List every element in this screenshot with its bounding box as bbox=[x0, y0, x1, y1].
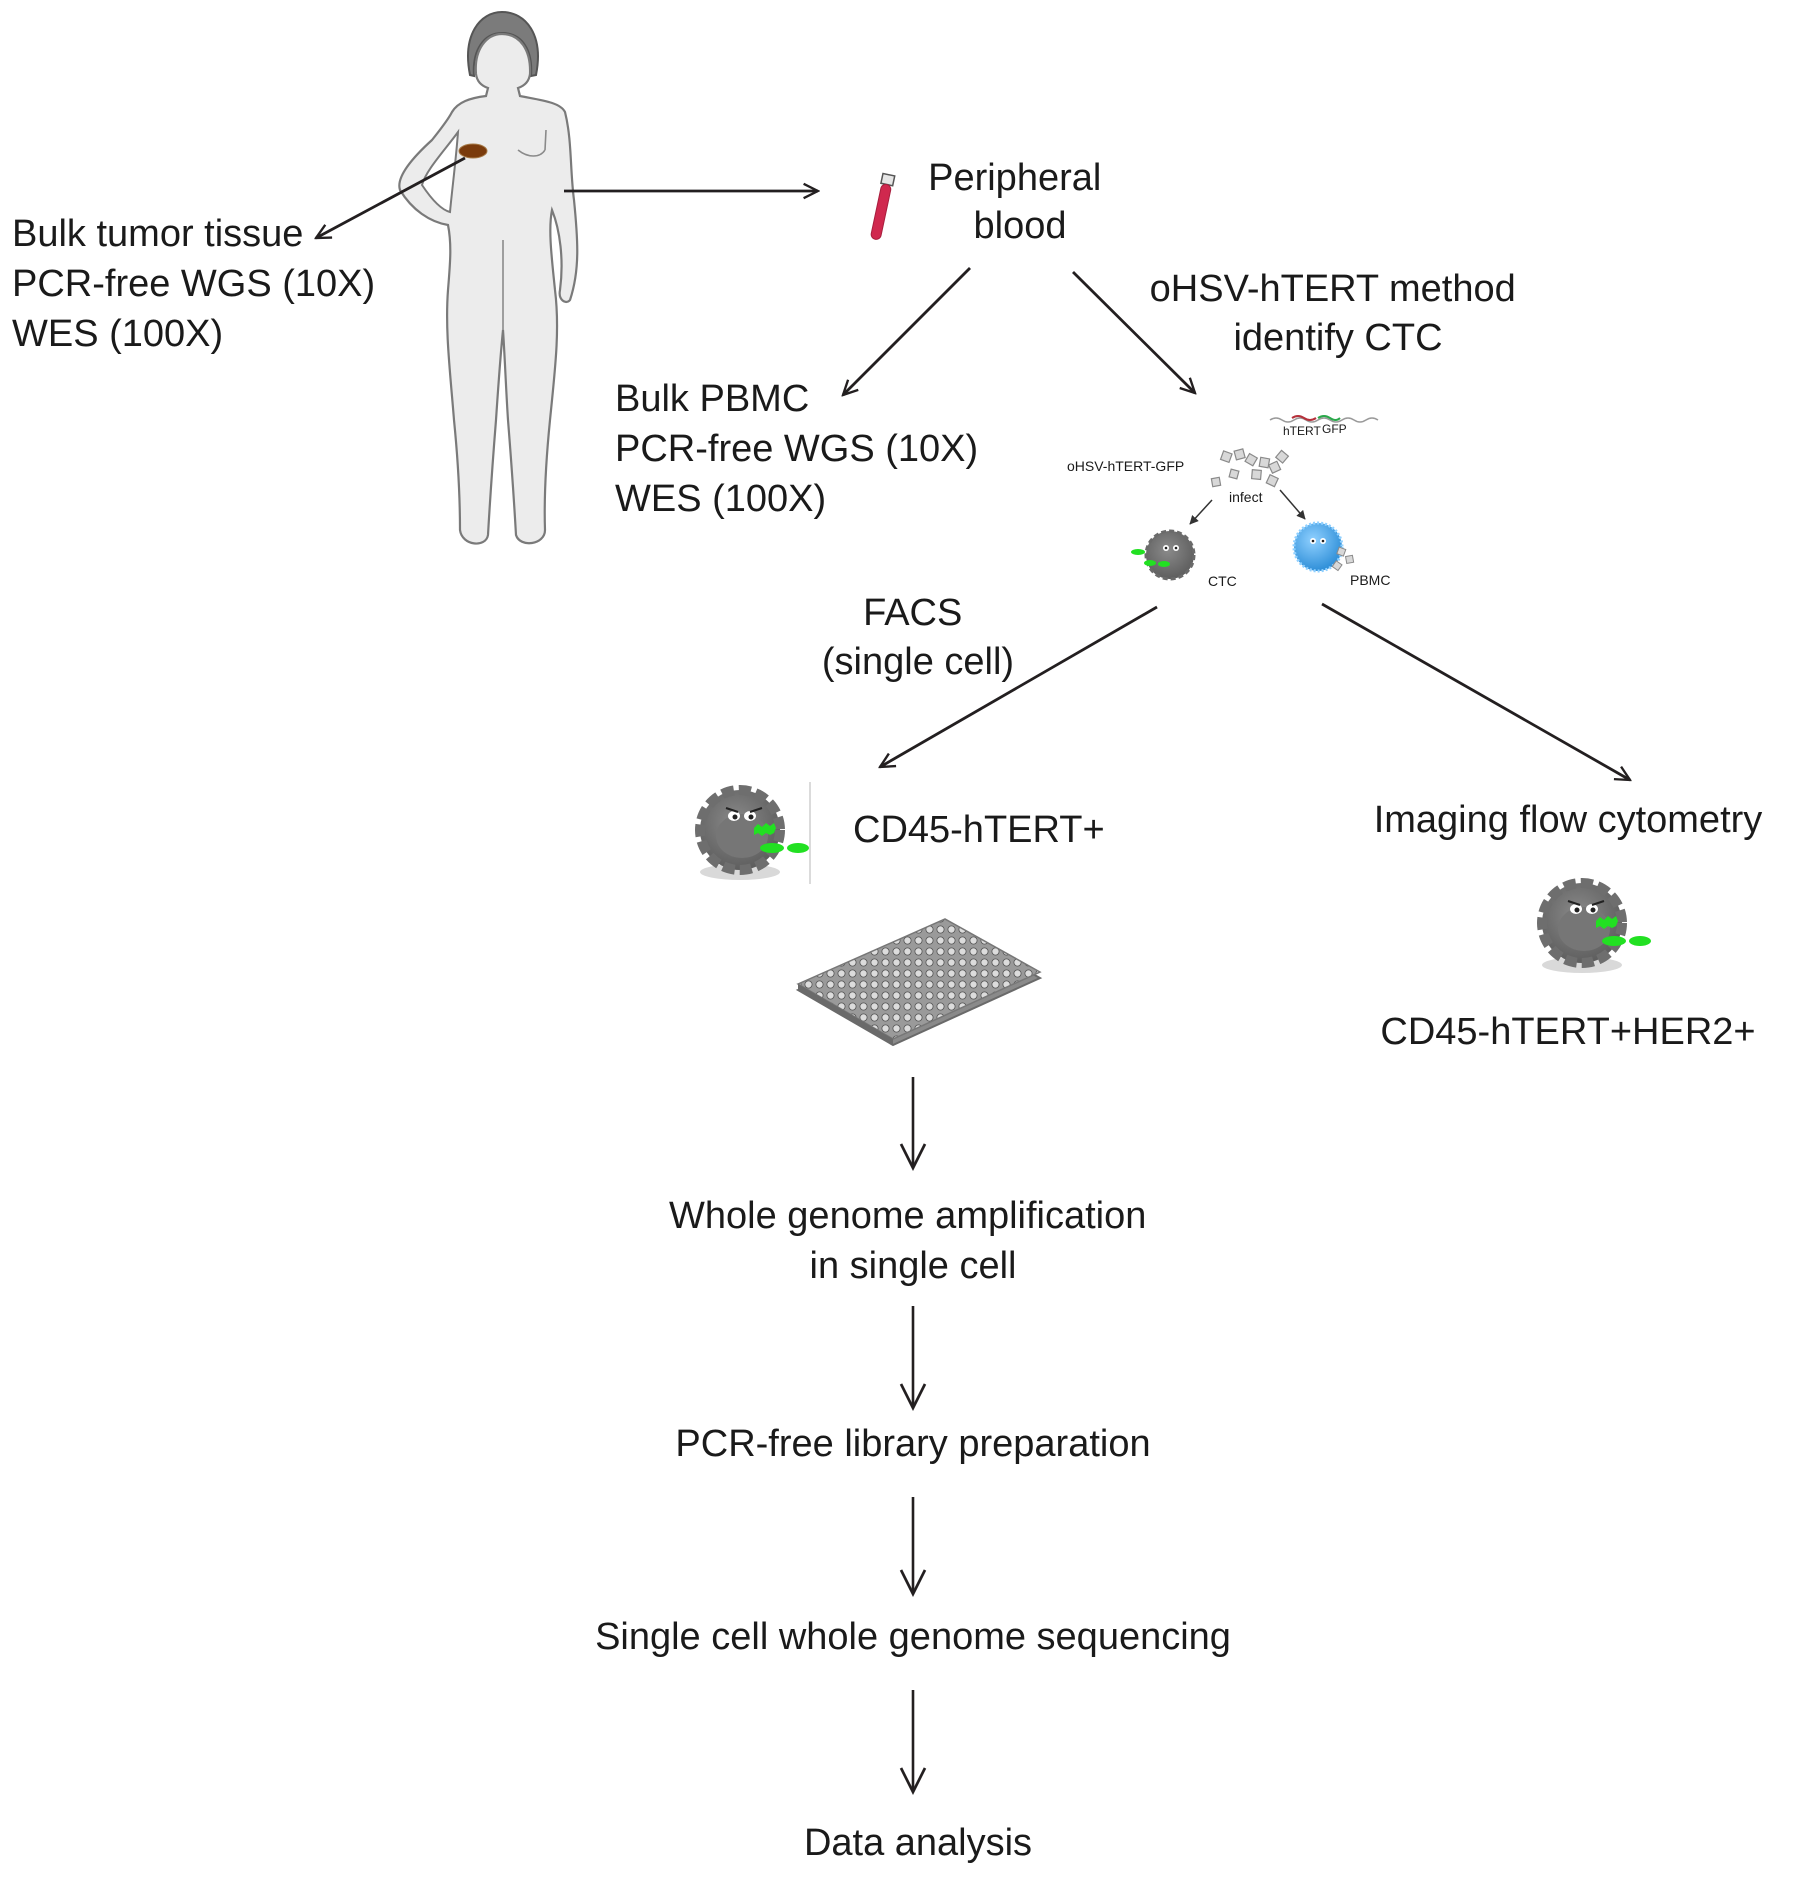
step-sequencing-label: Single cell whole genome sequencing bbox=[595, 1616, 1231, 1658]
ohsv-method-label: oHSV-hTERT method identify CTC bbox=[1150, 268, 1527, 359]
pbmc-bulk-line: PCR-free WGS (10X) bbox=[615, 428, 978, 470]
step-wga-label: Whole genome amplification in single cel… bbox=[669, 1195, 1157, 1287]
breast-line bbox=[517, 129, 547, 157]
step-library-label: PCR-free library preparation bbox=[675, 1423, 1150, 1465]
patient-figure bbox=[398, 10, 579, 545]
construct-htert-label: hTERT bbox=[1283, 424, 1321, 438]
tumor-label: Bulk tumor tissue PCR-free WGS (10X) WES… bbox=[12, 213, 386, 355]
ohsv-inset: hTERT GFP oHSV-hTERT-GFP infect bbox=[1067, 415, 1390, 589]
facs-label: FACS (single cell) bbox=[822, 592, 1014, 683]
imaging-result-label: CD45-hTERT+HER2+ bbox=[1380, 1011, 1755, 1053]
facs-label-line: FACS bbox=[863, 592, 962, 634]
blood-tube-icon bbox=[870, 172, 896, 240]
imaging-label: Imaging flow cytometry bbox=[1374, 799, 1763, 841]
ohsv-method-line: identify CTC bbox=[1233, 317, 1442, 359]
pbmc-bulk-label: Bulk PBMC PCR-free WGS (10X) WES (100X) bbox=[615, 378, 989, 520]
step-wga-line: Whole genome amplification bbox=[669, 1195, 1146, 1237]
tumor-label-line: PCR-free WGS (10X) bbox=[12, 263, 375, 305]
hair-shape bbox=[467, 10, 539, 78]
htert-segment bbox=[1291, 415, 1317, 421]
well-plate-icon bbox=[795, 918, 1043, 1047]
arrow-blood-to-pbmc bbox=[843, 267, 971, 395]
tumor-label-line: Bulk tumor tissue bbox=[12, 213, 303, 255]
ctc-cell-icon bbox=[695, 785, 809, 880]
facs-label-line: (single cell) bbox=[822, 641, 1014, 683]
facs-result-label: CD45-hTERT+ bbox=[853, 809, 1105, 851]
step-wga-line: in single cell bbox=[810, 1245, 1017, 1287]
tumor-label-line: WES (100X) bbox=[12, 313, 223, 355]
infect-label: infect bbox=[1229, 489, 1263, 505]
blood-label: Peripheral blood bbox=[928, 157, 1112, 247]
pbmc-small-icon bbox=[1292, 521, 1355, 573]
ctc-small-label: CTC bbox=[1208, 573, 1237, 589]
body-silhouette bbox=[398, 32, 579, 545]
pbmc-small-label: PBMC bbox=[1350, 572, 1390, 588]
gfp-spot bbox=[754, 823, 776, 836]
blood-label-line: blood bbox=[974, 205, 1067, 247]
gfp-segment bbox=[1317, 415, 1341, 421]
arrow-to-imaging bbox=[1321, 602, 1630, 780]
arrow-tumor-to-bulk bbox=[316, 156, 466, 238]
virus-label: oHSV-hTERT-GFP bbox=[1067, 458, 1184, 474]
pbmc-bulk-line: WES (100X) bbox=[615, 478, 826, 520]
infect-arrow-pbmc bbox=[1279, 489, 1306, 520]
ohsv-method-line: oHSV-hTERT method bbox=[1150, 268, 1516, 310]
arrow-to-facs-sorting bbox=[880, 605, 1158, 767]
ctc-cell-imaging-icon bbox=[1537, 878, 1651, 973]
ctc-small-icon bbox=[1131, 529, 1196, 581]
virus-particles-icon bbox=[1210, 448, 1290, 488]
infect-arrow-ctc bbox=[1189, 499, 1213, 525]
arrow-blood-to-ctc bbox=[1072, 271, 1195, 393]
tumor-icon bbox=[458, 143, 488, 159]
construct-dna-icon bbox=[1269, 417, 1379, 423]
step-analysis-label: Data analysis bbox=[804, 1822, 1032, 1864]
pbmc-bulk-line: Bulk PBMC bbox=[615, 378, 809, 420]
construct-gfp-label: GFP bbox=[1322, 422, 1347, 436]
blood-label-line: Peripheral bbox=[928, 157, 1101, 199]
